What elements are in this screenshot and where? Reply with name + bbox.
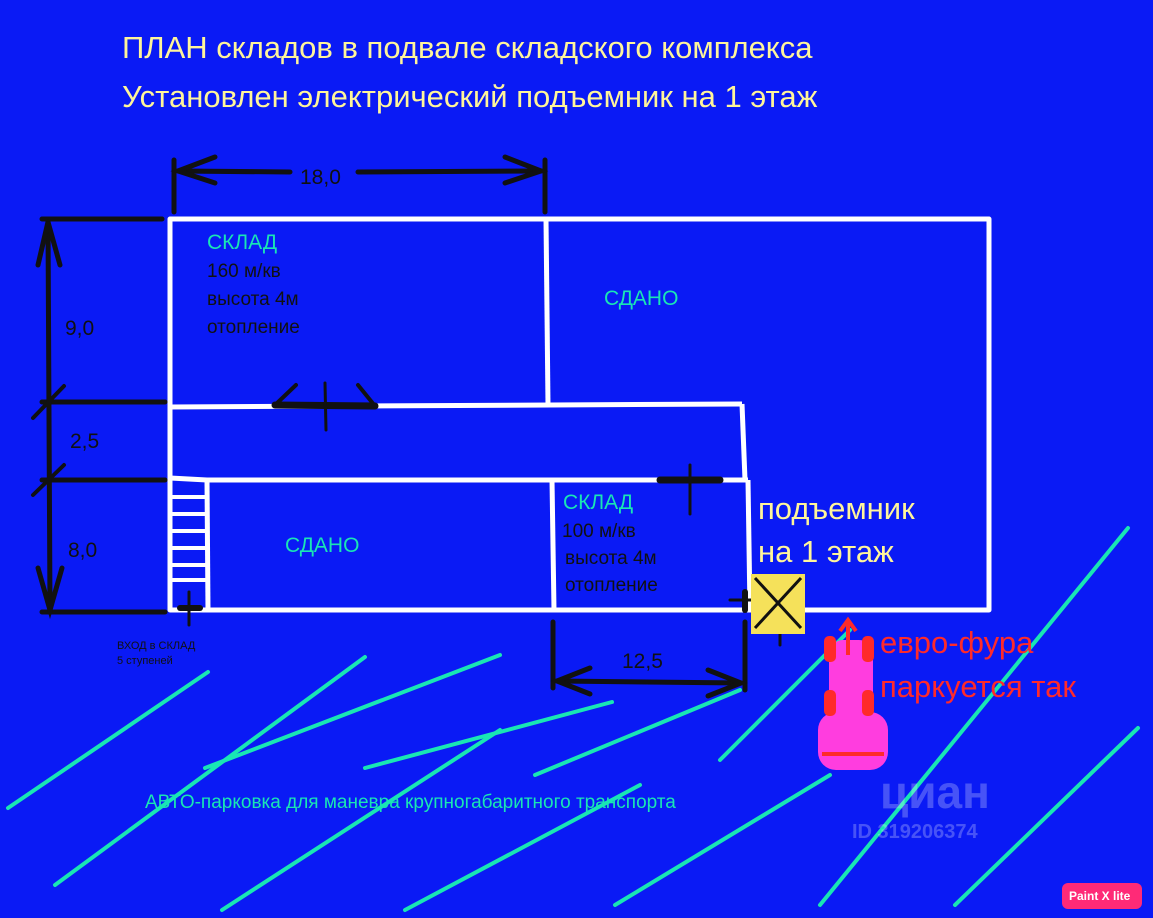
parking-stripe <box>6 670 210 810</box>
wall-bottom-divider <box>549 479 557 611</box>
warehouse-160-area: 160 м/кв <box>207 261 281 282</box>
lift-icon <box>751 574 805 634</box>
warehouse-100-title: СКЛАД <box>563 491 633 514</box>
dimension-bottom <box>550 619 748 699</box>
dimension-left <box>31 216 168 620</box>
dimension-top <box>170 154 549 215</box>
door-entrance <box>177 590 203 627</box>
watermark-brand: циан <box>880 766 990 818</box>
parking-stripes <box>6 526 1140 912</box>
lift-label: подъемник <box>758 491 915 526</box>
warehouse-160-title: СКЛАД <box>207 231 277 254</box>
parking-stripe <box>220 728 502 912</box>
app-badge-label: Paint X lite <box>1069 889 1131 903</box>
door-lift-left <box>728 589 754 613</box>
warehouse-100-area: 100 м/кв <box>562 521 636 542</box>
warehouse-160-heating: отопление <box>207 317 300 338</box>
corridor-bottom-wall-left <box>169 475 208 483</box>
parking-stripe <box>363 700 614 770</box>
parking-caption: АВТО-парковка для маневра крупногабаритн… <box>145 792 676 813</box>
entrance-stairs <box>172 495 206 582</box>
plan-subtitle: Установлен электрический подъемник на 1 … <box>122 79 818 114</box>
dimension-top-label: 18,0 <box>300 166 341 189</box>
dimension-bottom-label: 12,5 <box>622 650 663 673</box>
rented-top-label: СДАНО <box>604 287 678 310</box>
dimension-left-upper-label: 9,0 <box>65 317 94 340</box>
app-badge-background <box>1062 883 1142 909</box>
dimension-left-middle-label: 2,5 <box>70 430 99 453</box>
truck-icon <box>818 616 888 770</box>
watermark-id: ID 319206374 <box>852 821 979 843</box>
truck-parking-label: паркуется так <box>880 669 1076 704</box>
door-warehouse-100 <box>656 463 724 516</box>
truck-label: евро-фура <box>880 625 1034 660</box>
building-walls <box>167 216 992 613</box>
parking-stripe <box>403 783 642 912</box>
parking-stripe <box>818 526 1130 907</box>
stairs-wall <box>204 479 211 611</box>
parking-stripe <box>953 726 1140 907</box>
app-badge: Paint X lite <box>1062 883 1142 909</box>
corridor-top-wall <box>169 401 743 410</box>
warehouse-100-height: высота 4м <box>565 548 657 569</box>
dimension-left-lower-label: 8,0 <box>68 539 97 562</box>
parking-stripe <box>613 773 832 907</box>
lift-wall <box>745 479 753 611</box>
warehouse-100-heating: отопление <box>565 575 658 596</box>
warehouse-160-height: высота 4м <box>207 289 299 310</box>
parking-stripe <box>533 688 742 777</box>
lift-floor-label: на 1 этаж <box>758 534 894 569</box>
entrance-steps-label: 5 ступеней <box>117 655 173 667</box>
door-corridor-top <box>271 381 379 432</box>
parking-stripe <box>53 655 367 887</box>
plan-title: ПЛАН складов в подвале складского компле… <box>122 30 813 65</box>
wall-top-divider <box>543 218 551 406</box>
corridor-right-wall <box>739 403 748 481</box>
parking-stripe <box>203 653 502 770</box>
rented-bottom-label: СДАНО <box>285 534 359 557</box>
entrance-label: ВХОД в СКЛАД <box>117 640 196 652</box>
